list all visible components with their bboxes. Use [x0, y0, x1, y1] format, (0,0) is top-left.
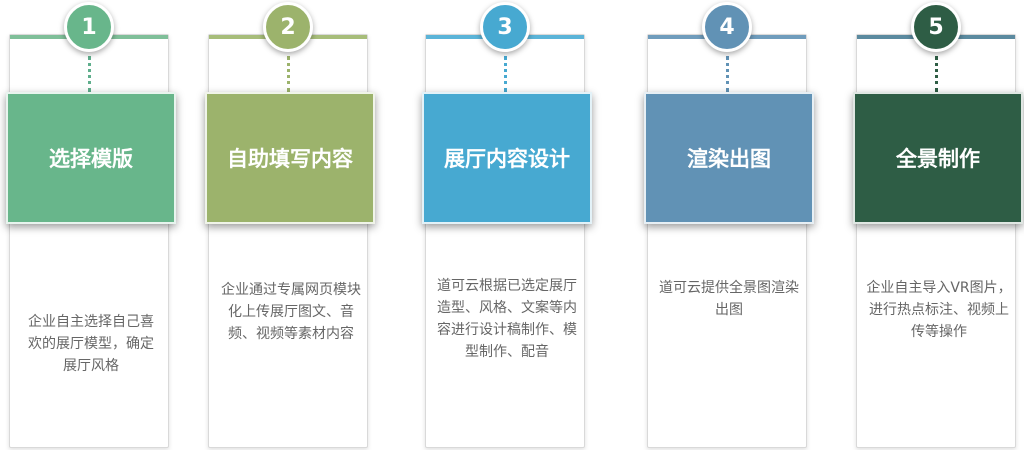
step-number-badge: 2 [263, 2, 313, 52]
step-number-badge: 4 [702, 2, 752, 52]
step-title: 自助填写内容 [205, 92, 375, 224]
dotted-connector [504, 56, 507, 92]
step-2: 企业通过专属网页模块化上传展厅图文、音频、视频等素材内容 2 自助填写内容 [205, 0, 375, 450]
step-title: 选择模版 [6, 92, 176, 224]
step-description: 企业自主导入VR图片，进行热点标注、视频上传等操作 [866, 280, 1012, 340]
step-1: 企业自主选择自己喜欢的展厅模型，确定展厅风格 1 选择模版 [6, 0, 176, 450]
step-number-badge: 5 [911, 2, 961, 52]
step-number-badge: 1 [64, 2, 114, 52]
step-description: 企业通过专属网页模块化上传展厅图文、音频、视频等素材内容 [221, 282, 361, 342]
step-5: 企业自主导入VR图片，进行热点标注、视频上传等操作 5 全景制作 [853, 0, 1023, 450]
step-title: 全景制作 [853, 92, 1023, 224]
dotted-connector [287, 56, 290, 92]
step-title: 渲染出图 [644, 92, 814, 224]
step-description: 道可云提供全景图渲染出图 [659, 280, 799, 318]
dotted-connector [88, 56, 91, 92]
step-number-badge: 3 [480, 2, 530, 52]
dotted-connector [935, 56, 938, 92]
step-description: 道可云根据已选定展厅造型、风格、文案等内容进行设计稿制作、模型制作、配音 [437, 278, 577, 360]
dotted-connector [726, 56, 729, 92]
step-4: 道可云提供全景图渲染出图 4 渲染出图 [644, 0, 814, 450]
step-title: 展厅内容设计 [422, 92, 592, 224]
step-description: 企业自主选择自己喜欢的展厅模型，确定展厅风格 [28, 314, 154, 374]
step-3: 道可云根据已选定展厅造型、风格、文案等内容进行设计稿制作、模型制作、配音 3 展… [422, 0, 592, 450]
